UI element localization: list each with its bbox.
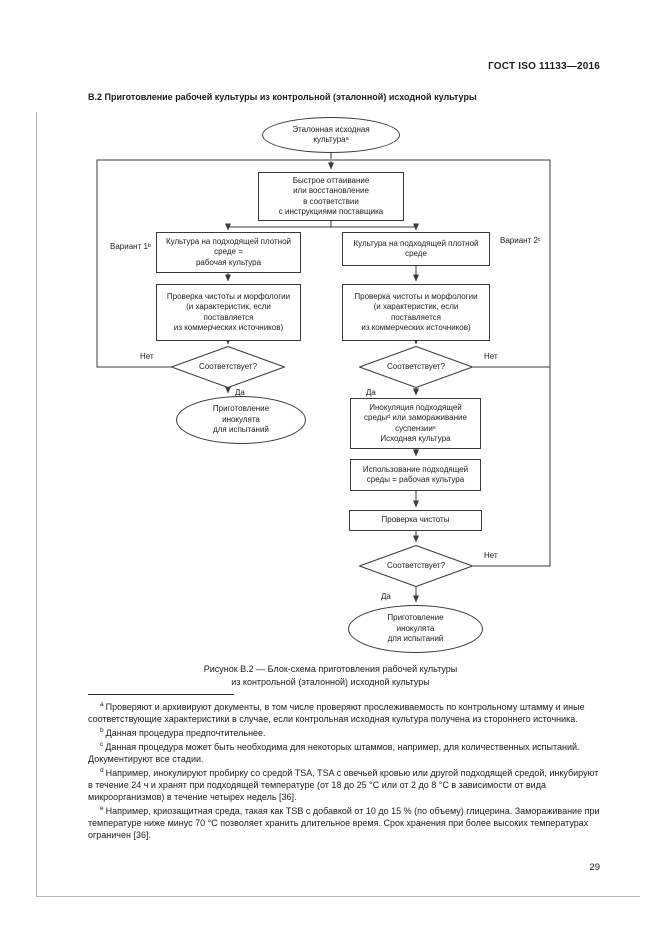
node-inoculation: Инокуляция подходящей средыᵈ или замораж… xyxy=(350,398,481,449)
footnote-b-text: Данная процедура предпочтительнее. xyxy=(105,728,266,738)
label-no-left: Нет xyxy=(140,352,154,361)
node-purity-check-left: Проверка чистоты и морфологии (и характе… xyxy=(156,284,301,341)
node-purity-check-final: Проверка чистоты xyxy=(349,510,482,531)
node-working-culture-left: Культура на подходящей плотной среде = р… xyxy=(156,232,301,273)
footnote-a-marker: a xyxy=(100,701,104,708)
footnote-e-marker: e xyxy=(100,805,104,812)
node-prepare-inoculum-right: Приготовление инокулята для испытаний xyxy=(348,605,483,653)
figure-caption-line1: Рисунок В.2 — Блок-схема приготовления р… xyxy=(203,664,458,674)
node-reference-culture: Эталонная исходная культураᵃ xyxy=(262,117,400,153)
node-culture-right: Культура на подходящей плотной среде xyxy=(342,232,490,266)
diamond-shape-icon xyxy=(359,545,473,587)
footnote-d-text: Например, инокулируют пробирку со средой… xyxy=(88,768,599,802)
scan-edge-bottom xyxy=(36,896,640,897)
label-variant-1: Вариант 1ᵇ xyxy=(110,242,151,251)
footnote-e-text: Например, криозащитная среда, такая как … xyxy=(88,806,600,840)
doc-number: ГОСТ ISO 11133—2016 xyxy=(488,61,600,72)
diamond-shape-icon xyxy=(359,346,473,388)
section-title: В.2 Приготовление рабочей культуры из ко… xyxy=(88,92,477,102)
label-yes-right-1: Да xyxy=(366,388,376,397)
label-yes-right-2: Да xyxy=(381,592,391,601)
node-decision-right-1: Соответствует? xyxy=(359,346,473,388)
page-number: 29 xyxy=(589,862,600,873)
node-purity-check-right: Проверка чистоты и морфологии (и характе… xyxy=(342,284,490,341)
node-prepare-inoculum-left: Приготовление инокулята для испытаний xyxy=(176,396,306,444)
footnote-separator xyxy=(88,694,234,695)
node-use-medium: Использование подходящей среды = рабочая… xyxy=(350,459,481,491)
scan-edge-left xyxy=(36,112,37,897)
footnote-d-marker: d xyxy=(100,767,104,774)
diamond-shape-icon xyxy=(171,346,285,388)
footnote-b-marker: b xyxy=(100,727,104,734)
figure-caption-line2: из контрольной (эталонной) исходной куль… xyxy=(231,677,430,687)
label-no-right-2: Нет xyxy=(484,551,498,560)
footnote-a-text: Проверяют и архивируют документы, в том … xyxy=(88,702,585,724)
label-variant-2: Вариант 2ᶜ xyxy=(500,236,541,245)
node-decision-left: Соответствует? xyxy=(171,346,285,388)
node-thawing: Быстрое оттаивание или восстановление в … xyxy=(258,172,404,221)
label-yes-left: Да xyxy=(235,388,245,397)
label-no-right-1: Нет xyxy=(484,352,498,361)
footnote-c-text: Данная процедура может быть необходима д… xyxy=(88,742,580,764)
node-decision-right-2: Соответствует? xyxy=(359,545,473,587)
figure-caption: Рисунок В.2 — Блок-схема приготовления р… xyxy=(0,663,661,689)
footnote-c-marker: c xyxy=(100,741,104,748)
